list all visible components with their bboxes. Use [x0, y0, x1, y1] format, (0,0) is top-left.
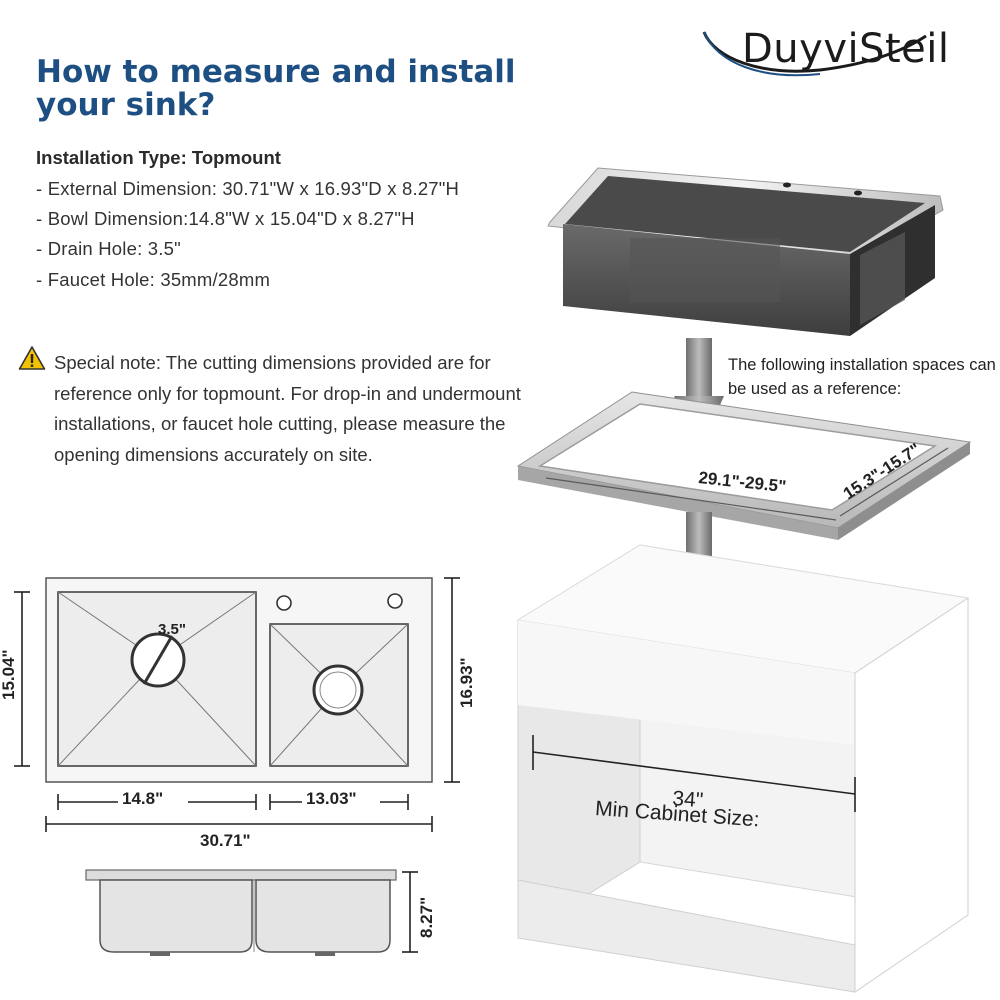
- spec-drain-hole: - Drain Hole: 3.5": [36, 238, 181, 259]
- page-title: How to measure and install your sink?: [36, 54, 516, 123]
- special-note: Special note: The cutting dimensions pro…: [54, 352, 521, 465]
- cabinet-width-label: 34": [672, 787, 704, 812]
- cutout-frame: 29.1"-29.5" 15.3"-15.7": [516, 391, 972, 540]
- installation-type: Installation Type: Topmount: [36, 147, 281, 168]
- warning-icon: [18, 346, 46, 370]
- installation-caption: The following installation spaces can be…: [728, 356, 996, 398]
- spec-faucet-hole: - Faucet Hole: 35mm/28mm: [36, 269, 271, 290]
- overall-width-label: 30.71": [200, 831, 251, 850]
- sink-top-view: 3.5" 15.04" 16.93" 14.8" 13.03" 30.71": [0, 577, 476, 850]
- sink-side-view: 8.27": [85, 869, 436, 956]
- drain-diameter-label: 3.5": [158, 621, 186, 638]
- overall-depth-label: 16.93": [457, 657, 476, 708]
- bowl-depth-label: 15.04": [0, 649, 18, 700]
- brand-name: DuyviSteil: [742, 26, 950, 72]
- sink-3d-view: [547, 167, 944, 336]
- spec-external-dimension: - External Dimension: 30.71"W x 16.93"D …: [36, 178, 460, 199]
- brand-logo: DuyviSteil: [700, 18, 990, 88]
- right-bowl-width-label: 13.03": [306, 789, 357, 808]
- spec-bowl-dimension: - Bowl Dimension:14.8"W x 15.04"D x 8.27…: [36, 208, 415, 229]
- sink-height-label: 8.27": [417, 897, 436, 938]
- cabinet: 34": [516, 544, 970, 993]
- left-bowl-width-label: 14.8": [122, 789, 163, 808]
- swoosh-icon: [702, 31, 927, 77]
